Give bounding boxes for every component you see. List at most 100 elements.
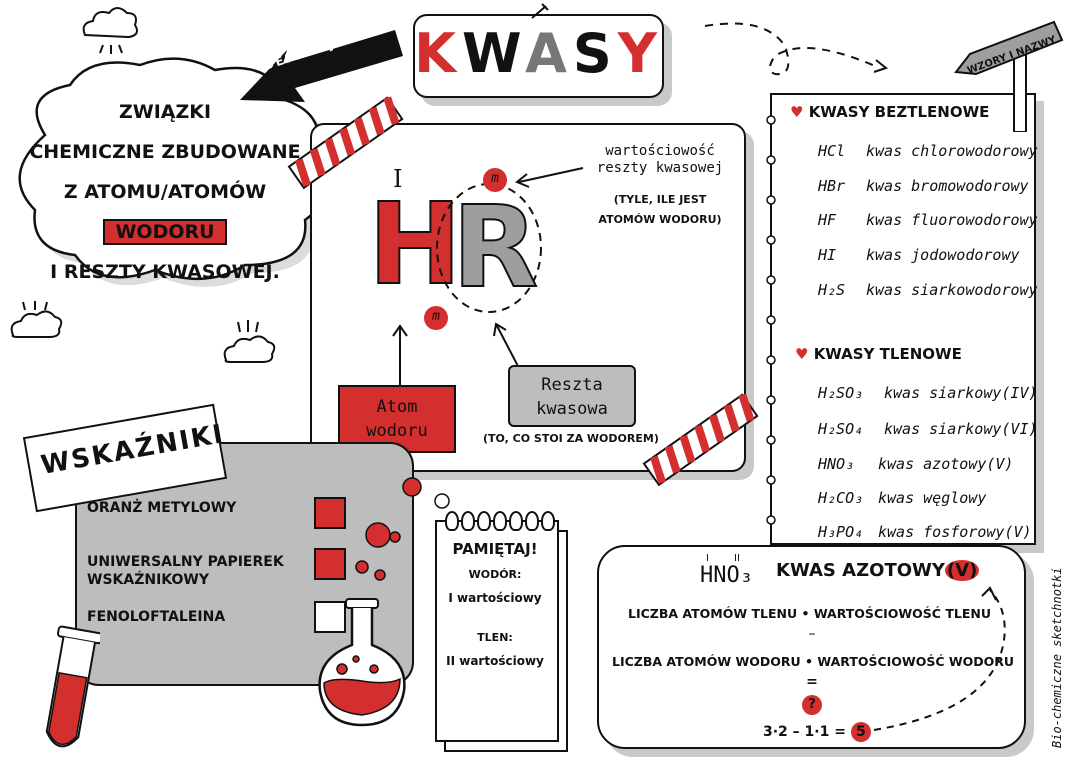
azotowy-val-h: I: [706, 553, 709, 564]
acid-name: kwas siarkowodorowy: [866, 281, 1038, 299]
tlenowe-header: ♥ KWASY TLENOWE: [795, 345, 962, 363]
indicator-swatch: [314, 548, 346, 580]
beztlenowe-header: ♥ KWASY BEZTLENOWE: [790, 103, 989, 121]
index-m-bottom: m: [424, 306, 448, 330]
acid-name: kwas azotowy(V): [878, 455, 1014, 473]
indicator-label-line-2: WSKAŹNIKOWY: [87, 572, 209, 588]
azotowy-val-o: II: [734, 553, 740, 564]
formula: H₂CO₃: [818, 487, 878, 507]
indicator-label-line-1: UNIWERSALNY PAPIEREK: [87, 554, 284, 570]
cloud-puff-top-left: [82, 7, 138, 54]
title-letter-w: W: [461, 22, 526, 85]
title-letter-y: Y: [617, 22, 663, 85]
tape-bottom-right: [642, 393, 759, 487]
torn-edge: [766, 115, 776, 525]
definicja-arrow-shape: [240, 30, 403, 102]
arrow-up-r: [493, 322, 521, 371]
title-letter-a: A: [525, 22, 573, 85]
roman-valence-h: I: [393, 165, 403, 193]
indicator-swatch: [314, 497, 346, 529]
indicator-label: FENOLOFTALEINA: [87, 609, 226, 625]
arrow-to-index: [515, 167, 584, 188]
azotowy-formula-wrap: I II HNO₃: [700, 553, 753, 588]
formula: H₂SO₄: [818, 418, 884, 438]
title-letter-k: K: [414, 22, 462, 85]
test-tube-icon: [45, 625, 100, 748]
azotowy-title-wrap: KWAS AZOTOWY(V): [776, 560, 980, 581]
reszta-label-line-2: kwasowa: [536, 399, 608, 419]
letter-r: R: [451, 183, 539, 313]
acid-name: kwas chlorowodorowy: [866, 142, 1038, 160]
tlenowe-title: KWASY TLENOWE: [813, 345, 962, 363]
reszta-label-line-1: Reszta: [541, 375, 603, 395]
spring-icon: [461, 511, 475, 531]
indicator-label: UNIWERSALNY PAPIEREK WSKAŹNIKOWY: [87, 553, 284, 589]
index-m-top: m: [483, 168, 507, 192]
azotowy-calc: 3·2 – 1·1 = 5: [763, 722, 871, 742]
pamietaj-h-value: I wartościowy: [448, 591, 542, 605]
atom-label-line-1: Atom: [376, 397, 418, 417]
azotowy-row-2: LICZBA ATOMÓW WODORU • WARTOŚCIOWOŚĆ WOD…: [612, 654, 1015, 669]
spring-icon: [525, 511, 539, 531]
formula: HI: [818, 244, 866, 264]
pamietaj-h-label: WODÓR:: [468, 568, 522, 581]
pamietaj-o-label: TLEN:: [477, 631, 513, 644]
page-title: KWASY: [413, 22, 664, 85]
azotowy-title-valence: (V): [944, 560, 980, 581]
bubbles: [355, 477, 450, 581]
valence-note: (TYLE, ILE JEST ATOMÓW WODORU): [580, 190, 740, 230]
azotowy-question: ?: [802, 695, 822, 715]
azotowy-result: 5: [850, 722, 871, 742]
formula: HCl: [818, 140, 866, 160]
atom-label-line-2: wodoru: [366, 421, 428, 441]
definition-line-1: ZWIĄZKI: [118, 101, 212, 123]
spring-icon: [509, 511, 523, 531]
arrow-up-h: [392, 324, 408, 386]
definition-line-3: Z ATOMU/ATOMÓW: [63, 181, 267, 203]
spring-icon: [541, 511, 555, 531]
pamietaj-header: PAMIĘTAJ!: [452, 540, 538, 558]
acid-name: kwas fluorowodorowy: [866, 211, 1038, 229]
pin-icon: [531, 3, 549, 19]
pamietaj-content: PAMIĘTAJ! WODÓR: I wartościowy TLEN: II …: [435, 540, 555, 668]
definition-highlight: WODORU: [103, 219, 227, 245]
formula: H₃PO₄: [818, 521, 878, 541]
title-box: [413, 14, 664, 98]
reszta-kwasowa-box: Reszta kwasowa: [508, 365, 636, 427]
dashed-arrow-result: [873, 586, 1006, 731]
flask-icon: [318, 598, 406, 727]
reszta-note: (TO, CO STOI ZA WODOREM): [483, 432, 659, 445]
spring-icon: [477, 511, 491, 531]
pamietaj-o-value: II wartościowy: [446, 654, 544, 668]
indicator-swatch: [314, 601, 346, 633]
definition-line-2: CHEMICZNE ZBUDOWANE: [29, 141, 301, 163]
atom-wodoru-box: Atom wodoru: [338, 385, 456, 453]
credit: Bio-chemiczne sketchnotki: [1050, 567, 1064, 748]
dashed-arrow-top: [704, 22, 889, 76]
formula: H₂SO₃: [818, 382, 884, 402]
formula-list-panel: [770, 93, 1036, 545]
valence-label-line-1: wartościowość: [605, 143, 715, 159]
valence-note-line-1: (TYLE, ILE JEST: [613, 193, 707, 206]
definition-text: ZWIĄZKI CHEMICZNE ZBUDOWANE Z ATOMU/ATOM…: [20, 92, 310, 292]
azotowy-formula: HNO₃: [700, 563, 753, 588]
acid-name: kwas siarkowy(VI): [884, 420, 1038, 438]
indicator-label: ORANŻ METYLOWY: [87, 500, 237, 516]
valence-label-line-2: reszty kwasowej: [596, 160, 724, 176]
heart-icon: ♥: [790, 103, 804, 121]
acid-name: kwas bromowodorowy: [866, 177, 1029, 195]
formula: HNO₃: [818, 453, 878, 473]
definition-line-4: I RESZTY KWASOWEJ.: [50, 261, 280, 283]
notepad: [435, 520, 559, 742]
acid-name: kwas jodowodorowy: [866, 246, 1020, 264]
acid-name: kwas siarkowy(IV): [884, 384, 1038, 402]
spring-icon: [445, 511, 459, 531]
valence-label: wartościowość reszty kwasowej: [580, 143, 740, 177]
